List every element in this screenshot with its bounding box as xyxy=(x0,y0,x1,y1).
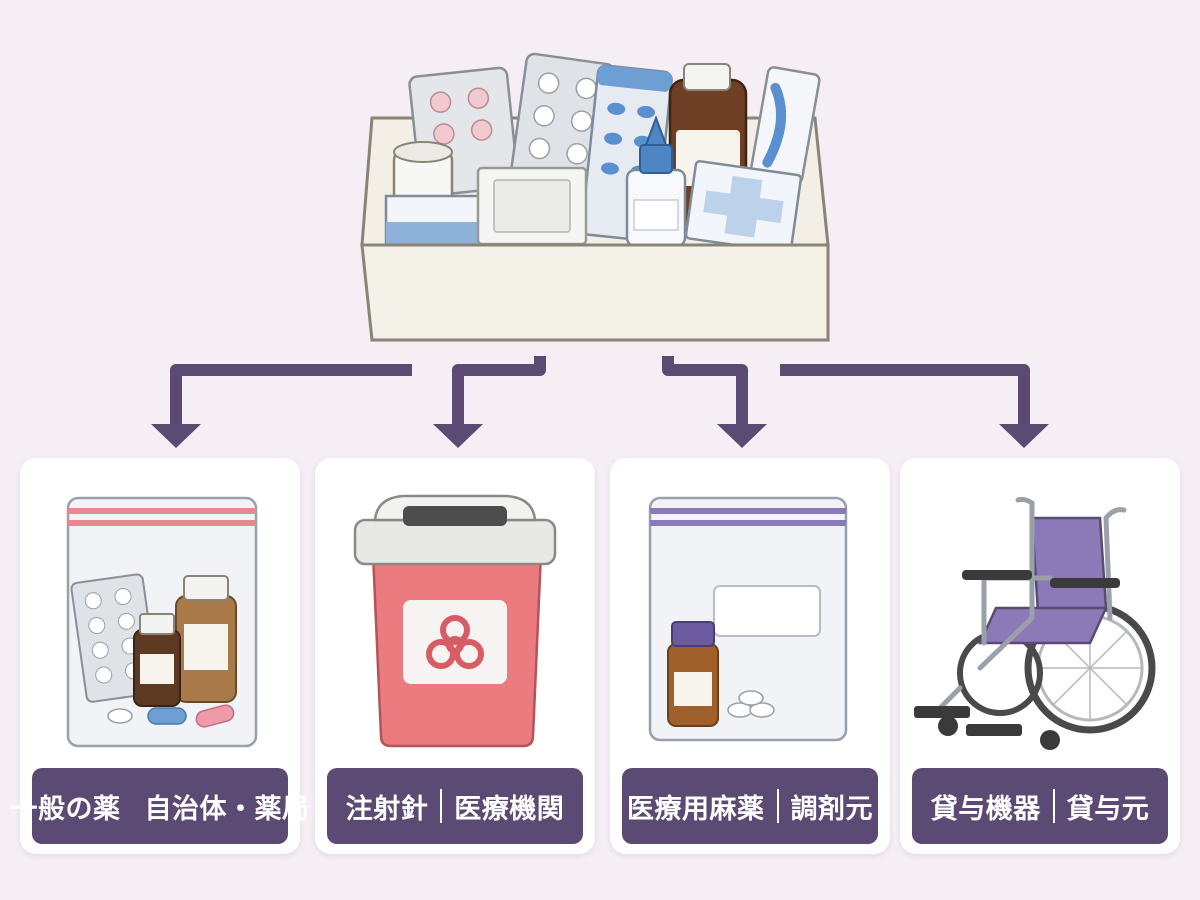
item-name: 一般の薬 xyxy=(10,793,121,825)
card-narcotics: 医療用麻薬 調剤元 xyxy=(610,458,890,854)
flow-arrows xyxy=(151,356,1049,448)
destination-name: 自治体・薬局 xyxy=(144,793,310,825)
card-general-medicine: 一般の薬 自治体・薬局 xyxy=(11,458,309,854)
medicine-box-icon xyxy=(360,52,830,342)
item-name: 貸与機器 xyxy=(930,793,1041,825)
separator xyxy=(1052,789,1055,823)
arrow-to-general-medicine xyxy=(170,364,412,428)
category-label: 貸与機器 貸与元 xyxy=(912,768,1168,844)
card-rental-equipment: 貸与機器 貸与元 xyxy=(900,458,1180,854)
wheelchair-icon xyxy=(914,496,1156,750)
arrow-to-narcotics xyxy=(662,356,748,428)
separator xyxy=(776,789,779,823)
pill-bag-icon xyxy=(66,496,258,748)
category-label: 一般の薬 自治体・薬局 xyxy=(11,768,309,844)
category-label: 注射針 医療機関 xyxy=(327,768,583,844)
arrow-to-rental-equipment xyxy=(780,364,1030,428)
card-needles: 注射針 医療機関 xyxy=(315,458,595,854)
destination-name: 調剤元 xyxy=(790,793,873,825)
item-name: 医療用麻薬 xyxy=(627,793,765,825)
separator xyxy=(440,789,443,823)
category-label: 医療用麻薬 調剤元 xyxy=(622,768,878,844)
arrow-to-needles xyxy=(452,356,546,428)
item-name: 注射針 xyxy=(345,793,429,825)
narcotic-bag-icon xyxy=(648,496,848,742)
destination-name: 貸与元 xyxy=(1066,793,1150,825)
sharps-container-icon xyxy=(353,494,557,748)
destination-name: 医療機関 xyxy=(454,793,565,825)
